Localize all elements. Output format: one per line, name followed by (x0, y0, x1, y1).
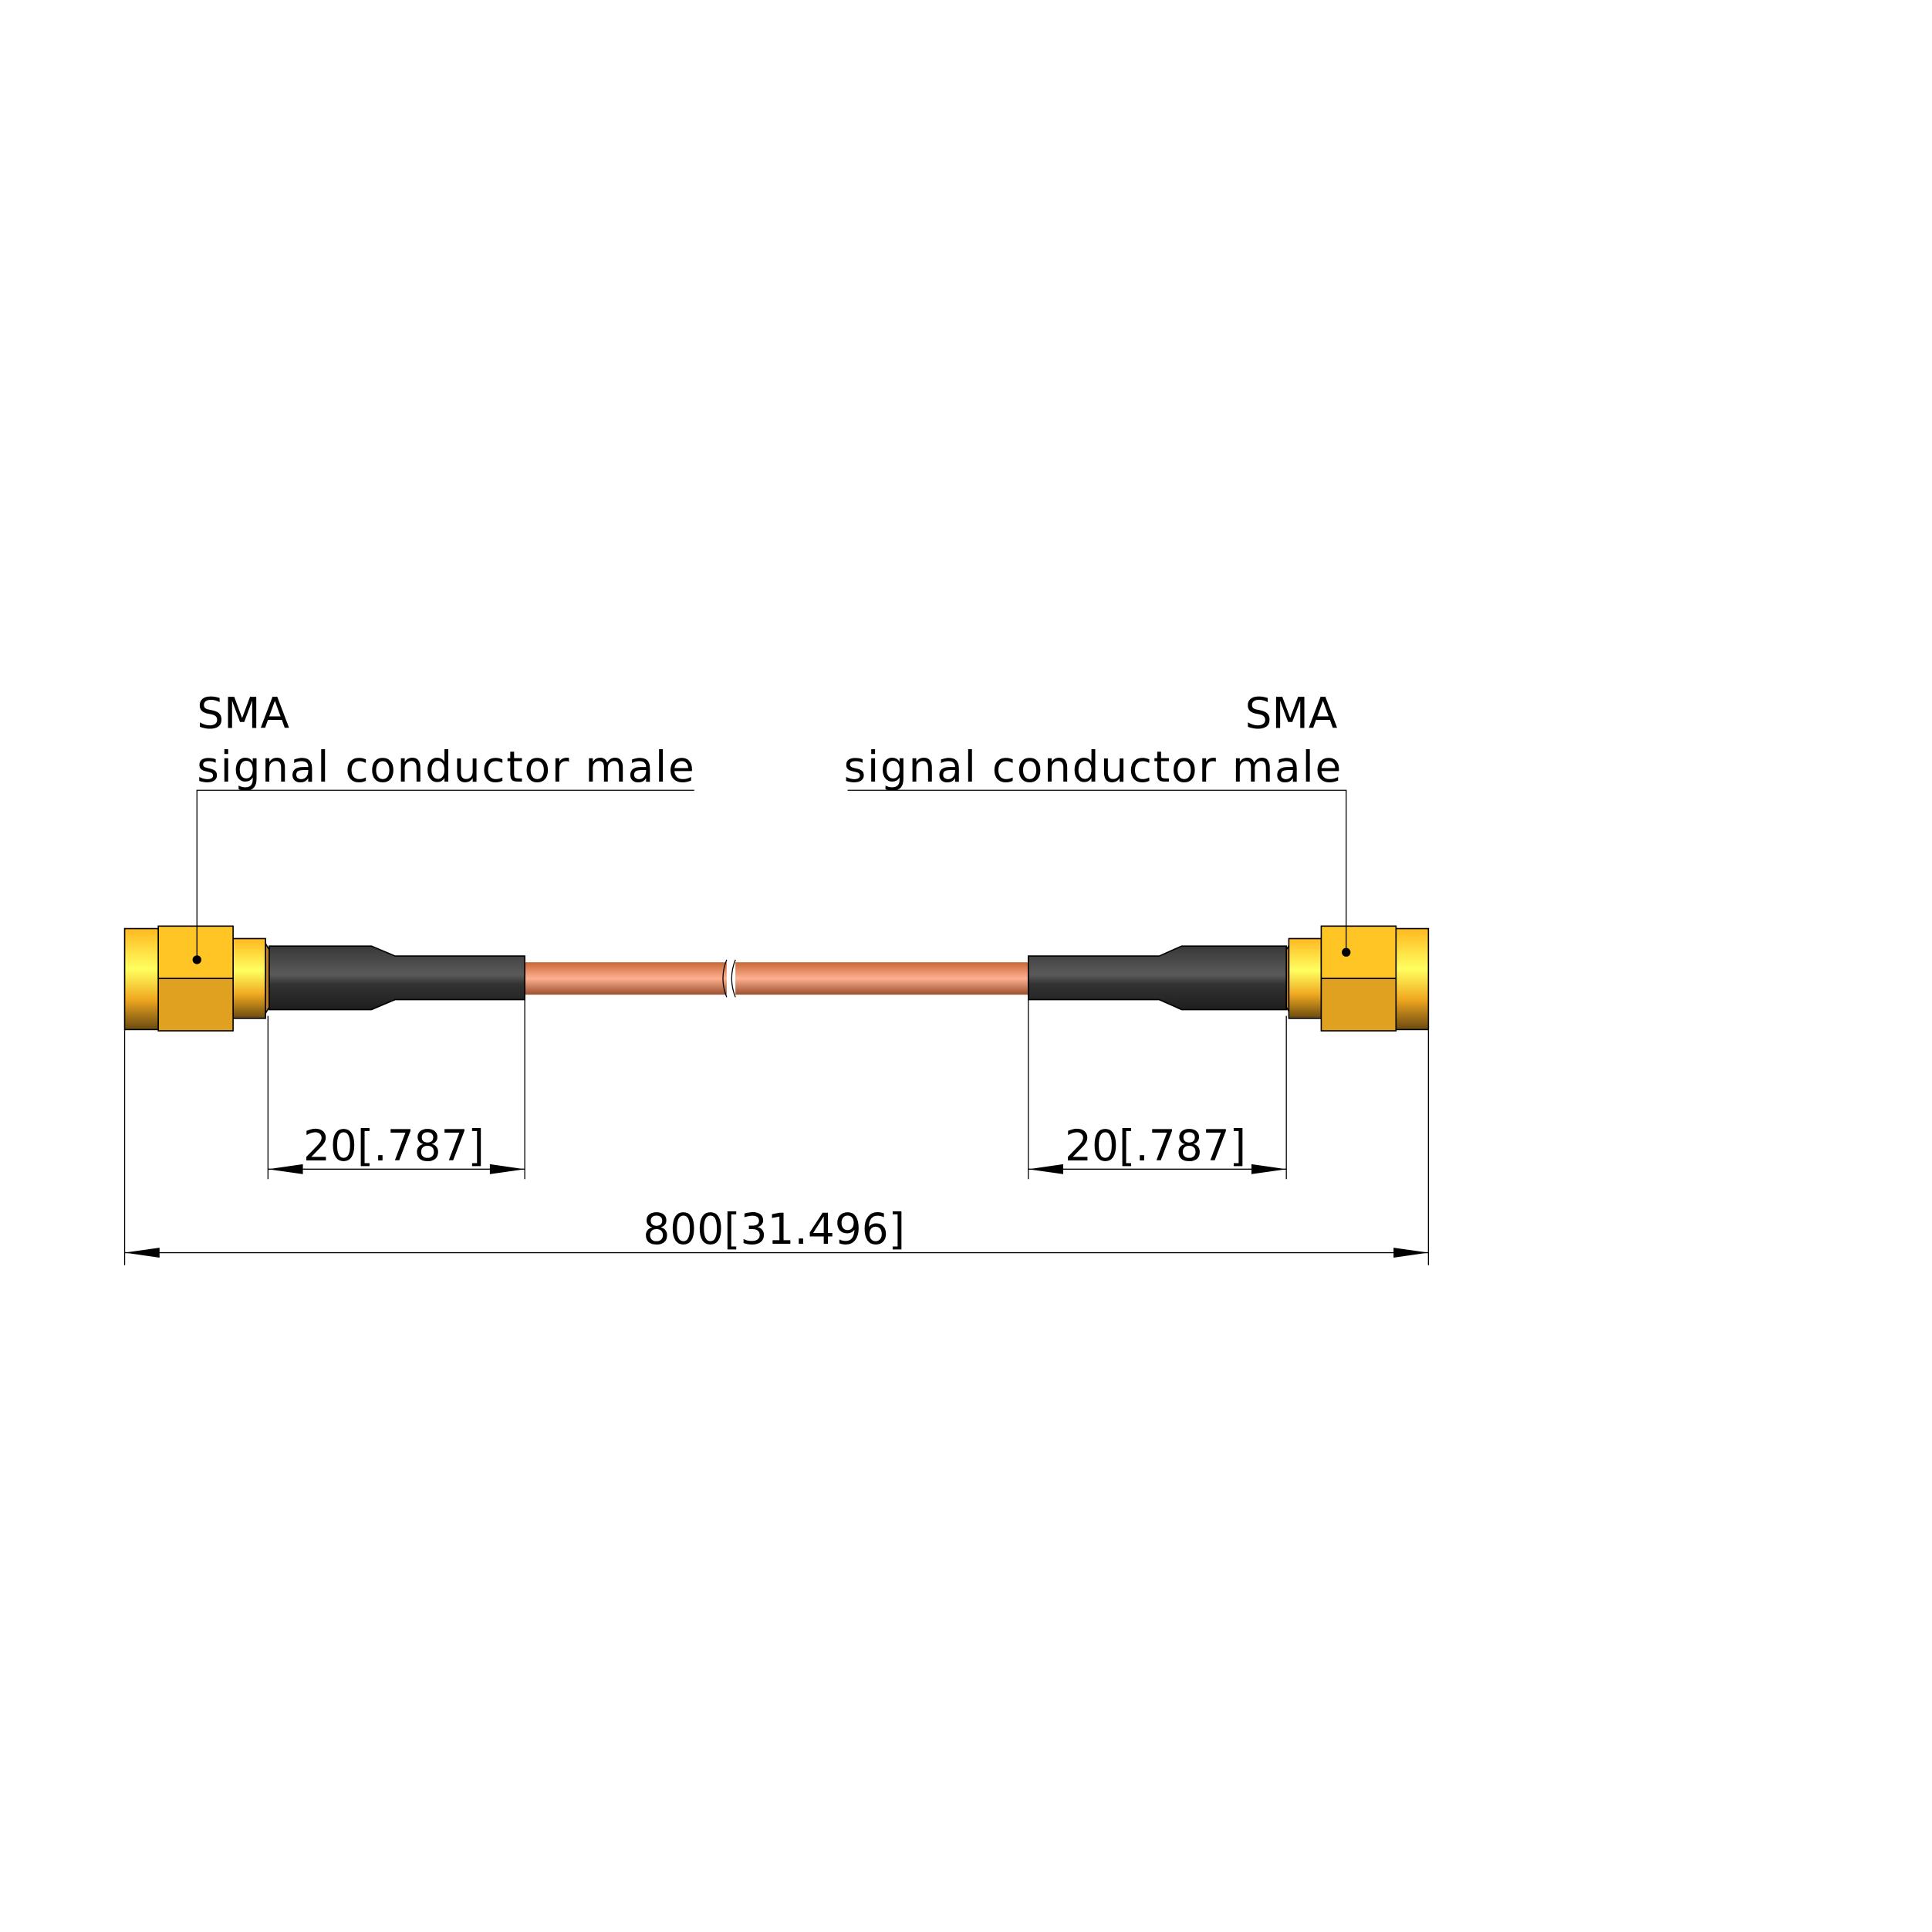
connector-type-label: SMA (1245, 688, 1338, 738)
right-callout: SMA signal conductor male (844, 688, 1351, 957)
arrowhead (268, 1164, 303, 1174)
dimension-label: 800[31.496] (643, 1204, 905, 1254)
connector-description-label: signal conductor male (197, 742, 694, 792)
cable-boot (1027, 945, 1287, 1011)
leader-line (847, 789, 1347, 953)
cable-break-mark (722, 959, 736, 998)
dimension-label: 20[.787] (303, 1121, 485, 1170)
overall-length-dimension: 800[31.496] (123, 1029, 1429, 1265)
arrowhead (124, 1248, 160, 1258)
arrowhead (489, 1164, 525, 1174)
hex-nut-bottom (157, 978, 234, 1032)
hex-nut-top (1320, 925, 1397, 979)
leader-line (196, 789, 694, 960)
dimension-label: 20[.787] (1065, 1121, 1246, 1170)
leader-dot (1342, 947, 1351, 957)
arrowhead (1251, 1164, 1287, 1174)
arrowhead (1393, 1248, 1429, 1258)
connector-type-label: SMA (197, 688, 289, 738)
hex-nut-top (157, 925, 234, 979)
right-boot-dimension: 20[.787] (1028, 999, 1287, 1180)
cable-boot (269, 945, 525, 1011)
hex-nut-bottom (1320, 978, 1397, 1032)
connector-description-label: signal conductor male (844, 742, 1342, 792)
right-sma-connector (1027, 925, 1430, 1032)
arrowhead (1028, 1164, 1064, 1174)
left-sma-connector (123, 925, 525, 1032)
left-callout: SMA signal conductor male (192, 688, 694, 964)
coax-cable (525, 959, 1028, 998)
left-boot-dimension: 20[.787] (267, 999, 525, 1180)
